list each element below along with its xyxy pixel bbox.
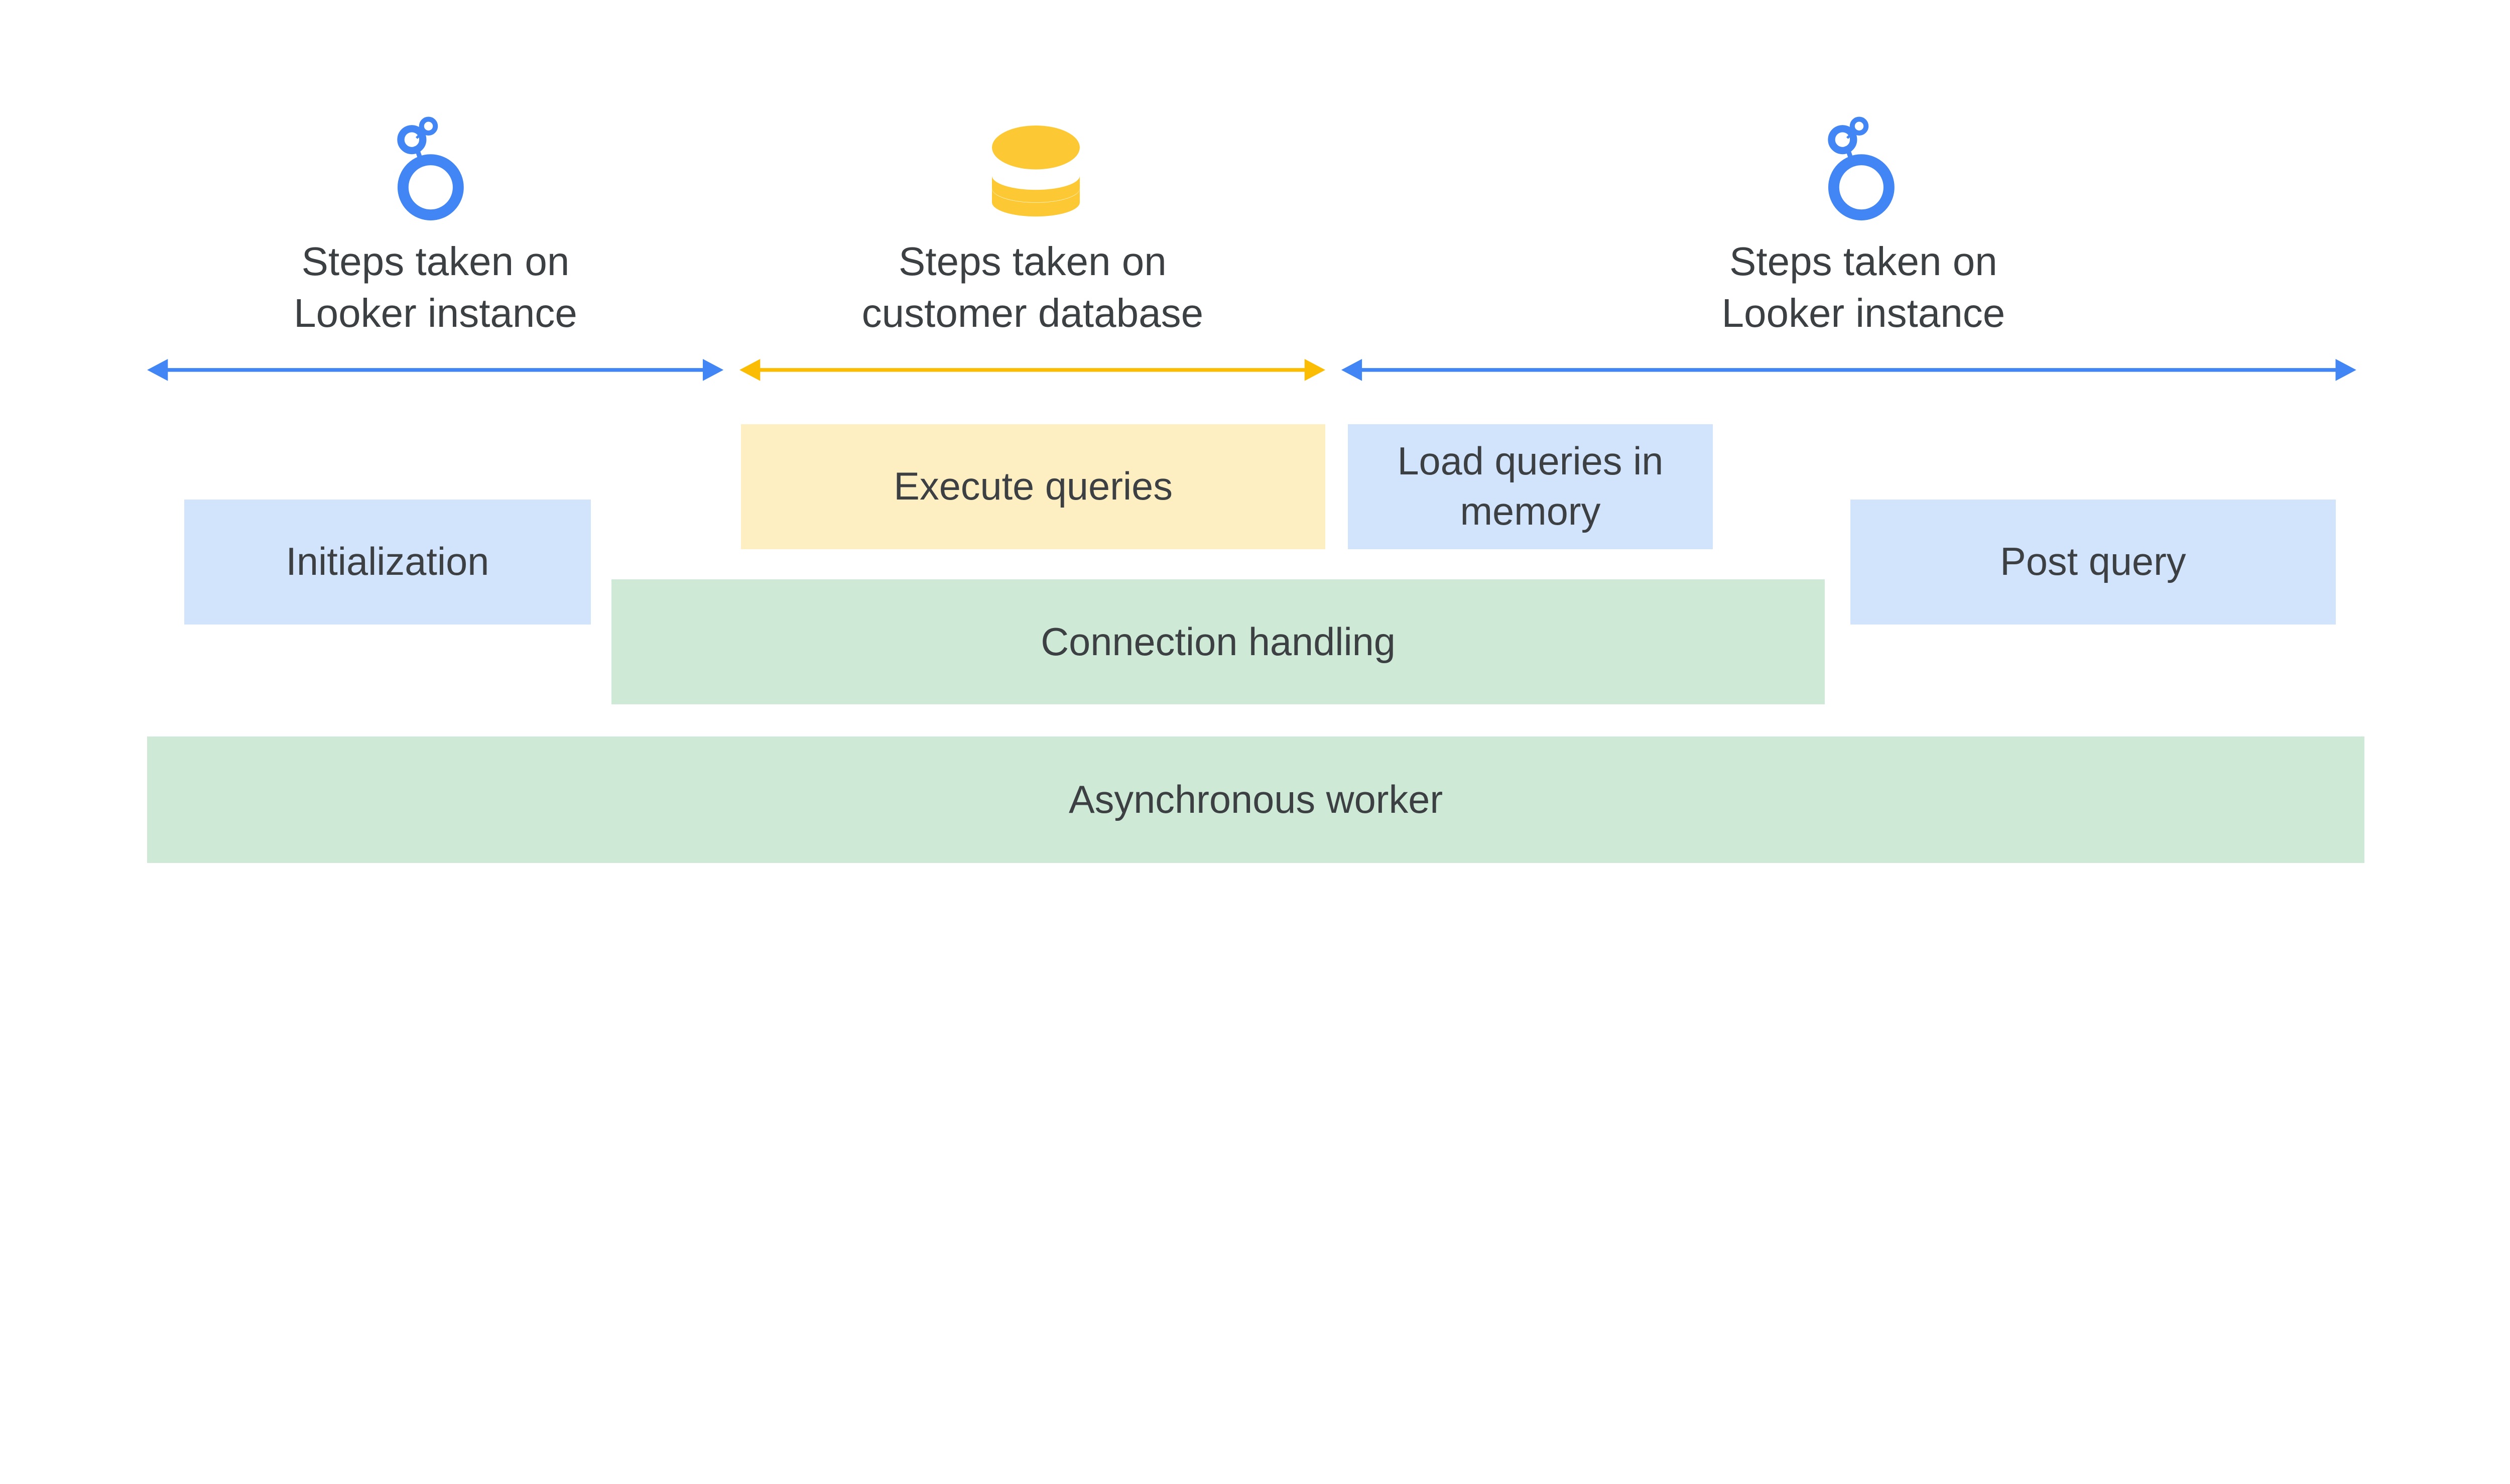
post-query-box: Post query bbox=[1850, 500, 2336, 625]
looker-logo-icon bbox=[1828, 116, 1895, 221]
looker-span-arrow-left bbox=[147, 359, 724, 381]
section-heading-database: Steps taken on customer database bbox=[813, 235, 1252, 339]
section-heading-line2: Looker instance bbox=[1721, 290, 2005, 335]
connection-handling-box: Connection handling bbox=[611, 579, 1825, 705]
post-query-label: Post query bbox=[2000, 540, 2186, 584]
section-heading-line2: Looker instance bbox=[294, 290, 577, 335]
execute-queries-label: Execute queries bbox=[894, 465, 1173, 509]
section-heading-line1: Steps taken on bbox=[1729, 238, 1997, 284]
asynchronous-worker-box: Asynchronous worker bbox=[147, 736, 2364, 863]
section-heading-looker-right: Steps taken on Looker instance bbox=[1644, 235, 2083, 339]
initialization-label: Initialization bbox=[286, 540, 489, 584]
section-heading-line1: Steps taken on bbox=[899, 238, 1167, 284]
looker-logo-icon bbox=[397, 116, 464, 221]
execute-queries-box: Execute queries bbox=[741, 424, 1325, 549]
section-heading-line1: Steps taken on bbox=[301, 238, 570, 284]
looker-span-arrow-right bbox=[1341, 359, 2356, 381]
load-queries-label-line1: Load queries in bbox=[1397, 440, 1664, 483]
load-queries-box: Load queries in memory bbox=[1348, 424, 1713, 549]
initialization-box: Initialization bbox=[184, 500, 591, 625]
section-heading-looker-left: Steps taken on Looker instance bbox=[216, 235, 655, 339]
span-arrows bbox=[147, 359, 2356, 381]
section-heading-line2: customer database bbox=[861, 290, 1204, 335]
load-queries-label-line2: memory bbox=[1460, 490, 1601, 534]
asynchronous-worker-label: Asynchronous worker bbox=[1068, 778, 1443, 821]
database-span-arrow bbox=[739, 359, 1325, 381]
connection-handling-label: Connection handling bbox=[1041, 620, 1396, 664]
database-icon bbox=[992, 126, 1080, 217]
